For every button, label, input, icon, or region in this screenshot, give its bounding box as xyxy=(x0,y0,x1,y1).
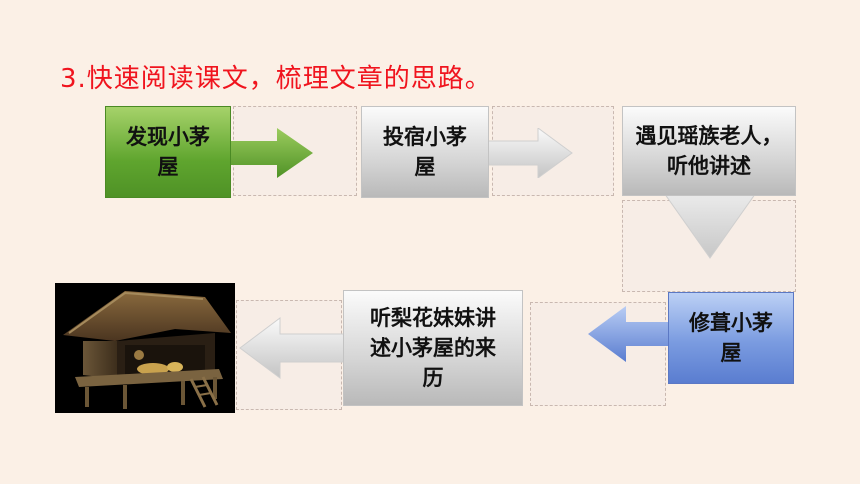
step-meet-elder: 遇见瑶族老人， 听他讲述 xyxy=(622,106,796,196)
arrow-down-grey xyxy=(661,190,759,259)
step-5-line-3: 历 xyxy=(422,366,444,390)
arrow-right-grey xyxy=(488,128,573,178)
arrow-left-grey xyxy=(239,317,346,379)
step-2-line-2: 屋 xyxy=(414,155,436,179)
step-4-line-2: 屋 xyxy=(720,341,742,365)
arrow-left-blue xyxy=(588,306,678,362)
arrow-right-green xyxy=(225,128,313,178)
frame-4 xyxy=(530,302,666,406)
hut-image xyxy=(55,283,235,413)
step-stay-in-hut: 投宿小茅 屋 xyxy=(361,106,489,198)
step-repair-hut: 修葺小茅 屋 xyxy=(668,292,794,384)
step-3-line-2: 听他讲述 xyxy=(667,154,751,178)
step-1-line-1: 发现小茅 xyxy=(126,125,210,149)
page-heading: 3.快速阅读课文，梳理文章的思路。 xyxy=(60,64,492,94)
step-4-line-1: 修葺小茅 xyxy=(689,311,773,335)
step-hear-history: 听梨花妹妹讲 述小茅屋的来 历 xyxy=(343,290,523,406)
step-2-line-1: 投宿小茅 xyxy=(383,125,467,149)
hut-icon xyxy=(55,283,235,413)
step-discover-hut: 发现小茅 屋 xyxy=(105,106,231,198)
step-1-line-2: 屋 xyxy=(157,155,179,179)
step-5-line-2: 述小茅屋的来 xyxy=(370,336,496,360)
step-5-line-1: 听梨花妹妹讲 xyxy=(370,306,496,330)
step-3-line-1: 遇见瑶族老人， xyxy=(635,124,783,148)
